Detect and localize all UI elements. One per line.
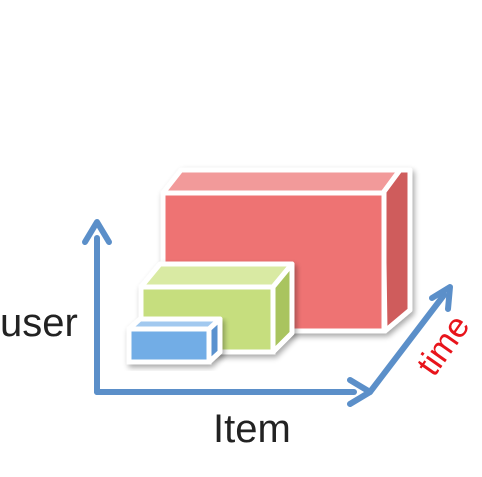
- time-axis-label: time: [409, 308, 477, 382]
- large-cuboid-top: [160, 167, 403, 196]
- axes: [82, 219, 453, 407]
- small-cuboid-front: [126, 326, 212, 365]
- user-axis-label: user: [0, 301, 78, 345]
- small-cuboid: [126, 316, 223, 365]
- medium-cuboid-top: [138, 261, 295, 290]
- large-cuboid-side: [380, 167, 413, 334]
- user-axis-arrowhead: [82, 219, 112, 245]
- time-axis: [367, 292, 447, 395]
- time-axis-arrowhead: [429, 284, 453, 312]
- item-axis-label: Item: [213, 407, 291, 451]
